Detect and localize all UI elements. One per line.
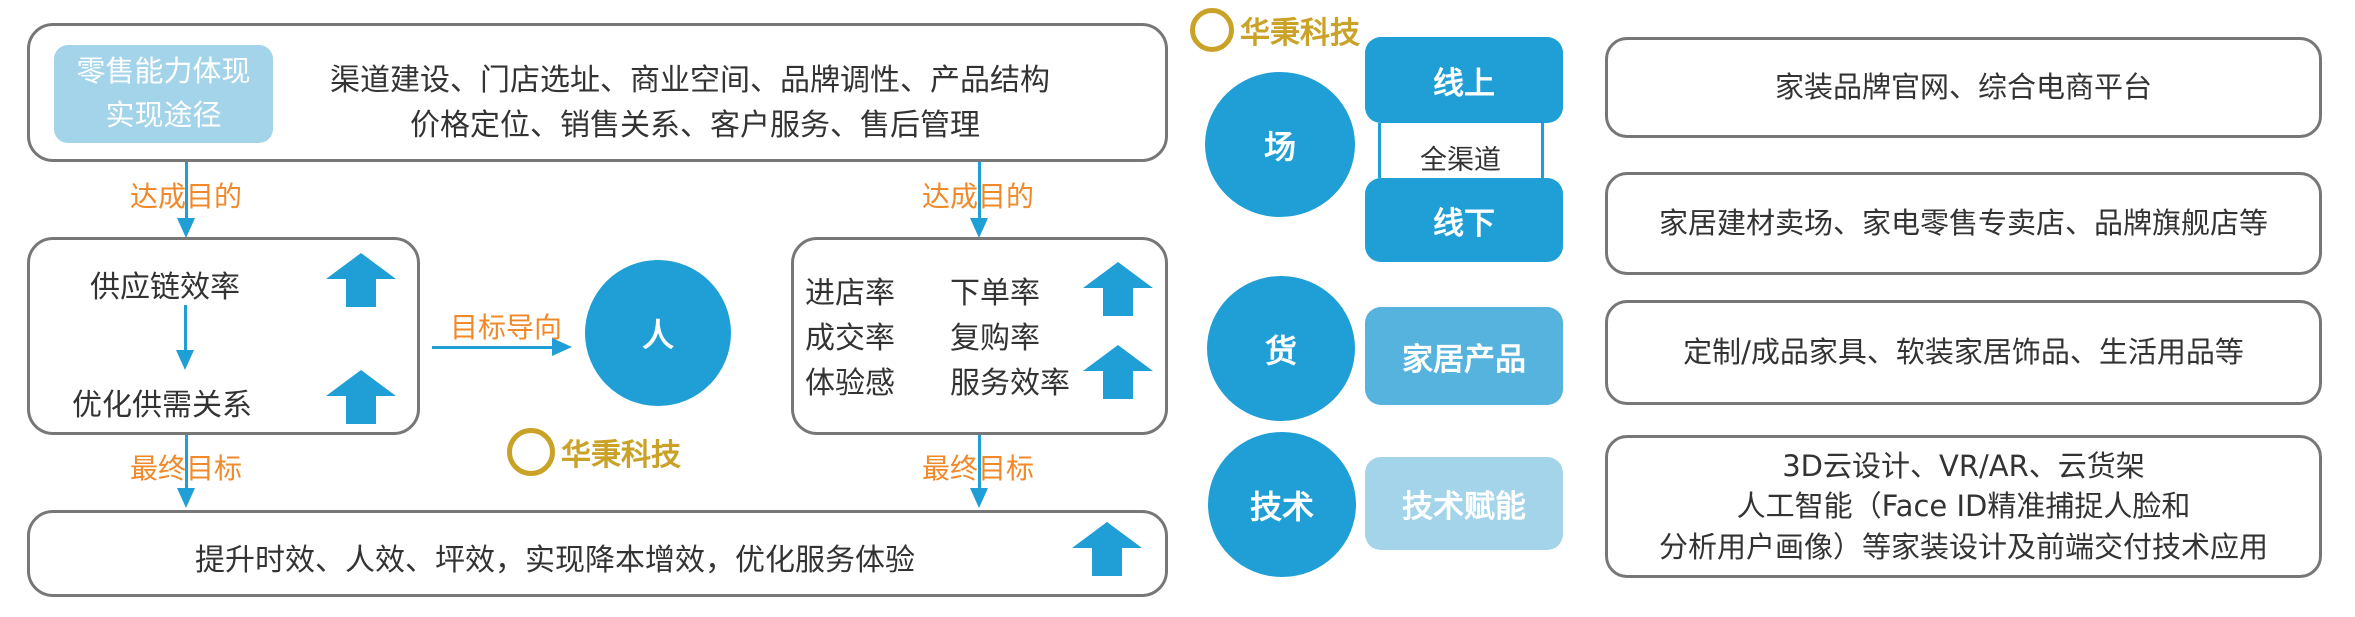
offline-box: 线下 xyxy=(1365,178,1563,262)
logo-text: 华秉科技 xyxy=(1240,16,1360,51)
omni-channel-label: 全渠道 xyxy=(1420,145,1501,176)
final-goal-box xyxy=(27,510,1168,597)
top-line-2: 价格定位、销售关系、客户服务、售后管理 xyxy=(410,108,980,143)
tech-desc-line: 分析用户画像）等家装设计及前端交付技术应用 xyxy=(1658,529,2268,564)
goods-desc: 定制/成品家具、软装家居饰品、生活用品等 xyxy=(1683,335,2244,370)
final-goal-text: 提升时效、人效、坪效，实现降本增效，优化服务体验 xyxy=(195,543,915,578)
final-goal-label-left: 最终目标 xyxy=(130,452,243,485)
up-arrow-icon xyxy=(1083,262,1153,316)
logo-middle: 华秉科技 xyxy=(507,428,681,476)
logo-icon xyxy=(1190,8,1234,52)
up-arrow-icon xyxy=(1072,522,1142,576)
goods-circle: 货 xyxy=(1207,276,1355,421)
offline-desc-box: 家居建材卖场、家电零售专卖店、品牌旗舰店等 xyxy=(1605,172,2322,275)
up-arrow-icon xyxy=(326,370,396,424)
field-circle: 场 xyxy=(1205,72,1355,217)
online-box: 线上 xyxy=(1365,37,1563,123)
tech-desc-line: 人工智能（Face ID精准捕捉人脸和 xyxy=(1736,489,2191,524)
goal-orientation-label: 目标导向 xyxy=(450,311,563,344)
offline-desc: 家居建材卖场、家电零售专卖店、品牌旗舰店等 xyxy=(1658,206,2268,241)
top-line-1: 渠道建设、门店选址、商业空间、品牌调性、产品结构 xyxy=(330,63,1050,98)
people-circle: 人 xyxy=(585,260,731,406)
capability-label-line2: 实现途径 xyxy=(105,98,222,132)
achieve-label-left: 达成目的 xyxy=(130,180,243,213)
metric: 复购率 xyxy=(950,321,1040,356)
tech-enablement-box: 技术赋能 xyxy=(1365,457,1563,550)
capability-label-line1: 零售能力体现 xyxy=(76,54,251,88)
arrow-left-top xyxy=(185,162,188,222)
logo-top: 华秉科技 xyxy=(1190,8,1360,52)
online-desc-box: 家装品牌官网、综合电商平台 xyxy=(1605,37,2322,138)
goods-desc-box: 定制/成品家具、软装家居饰品、生活用品等 xyxy=(1605,300,2322,405)
online-desc: 家装品牌官网、综合电商平台 xyxy=(1774,70,2152,105)
up-arrow-icon xyxy=(1083,345,1153,399)
up-arrow-icon xyxy=(326,253,396,307)
tech-desc-box: 3D云设计、VR/AR、云货架 人工智能（Face ID精准捕捉人脸和 分析用户… xyxy=(1605,435,2322,578)
metric: 进店率 xyxy=(805,276,895,311)
supply-demand-relation: 优化供需关系 xyxy=(72,388,252,423)
achieve-label-right: 达成目的 xyxy=(922,180,1035,213)
metric: 下单率 xyxy=(950,276,1040,311)
supply-chain-efficiency: 供应链效率 xyxy=(90,270,240,305)
home-products-box: 家居产品 xyxy=(1365,307,1563,405)
metric: 成交率 xyxy=(805,321,895,356)
tech-desc-line: 3D云设计、VR/AR、云货架 xyxy=(1782,448,2145,483)
metric: 体验感 xyxy=(805,366,895,401)
final-goal-label-right: 最终目标 xyxy=(922,452,1035,485)
metrics-box xyxy=(791,237,1168,435)
metric: 服务效率 xyxy=(950,366,1070,401)
logo-text: 华秉科技 xyxy=(561,438,681,473)
tech-circle: 技术 xyxy=(1208,432,1356,577)
capability-label-box: 零售能力体现 实现途径 xyxy=(54,45,273,143)
arrow-right-top xyxy=(978,162,981,222)
logo-icon xyxy=(507,428,555,476)
